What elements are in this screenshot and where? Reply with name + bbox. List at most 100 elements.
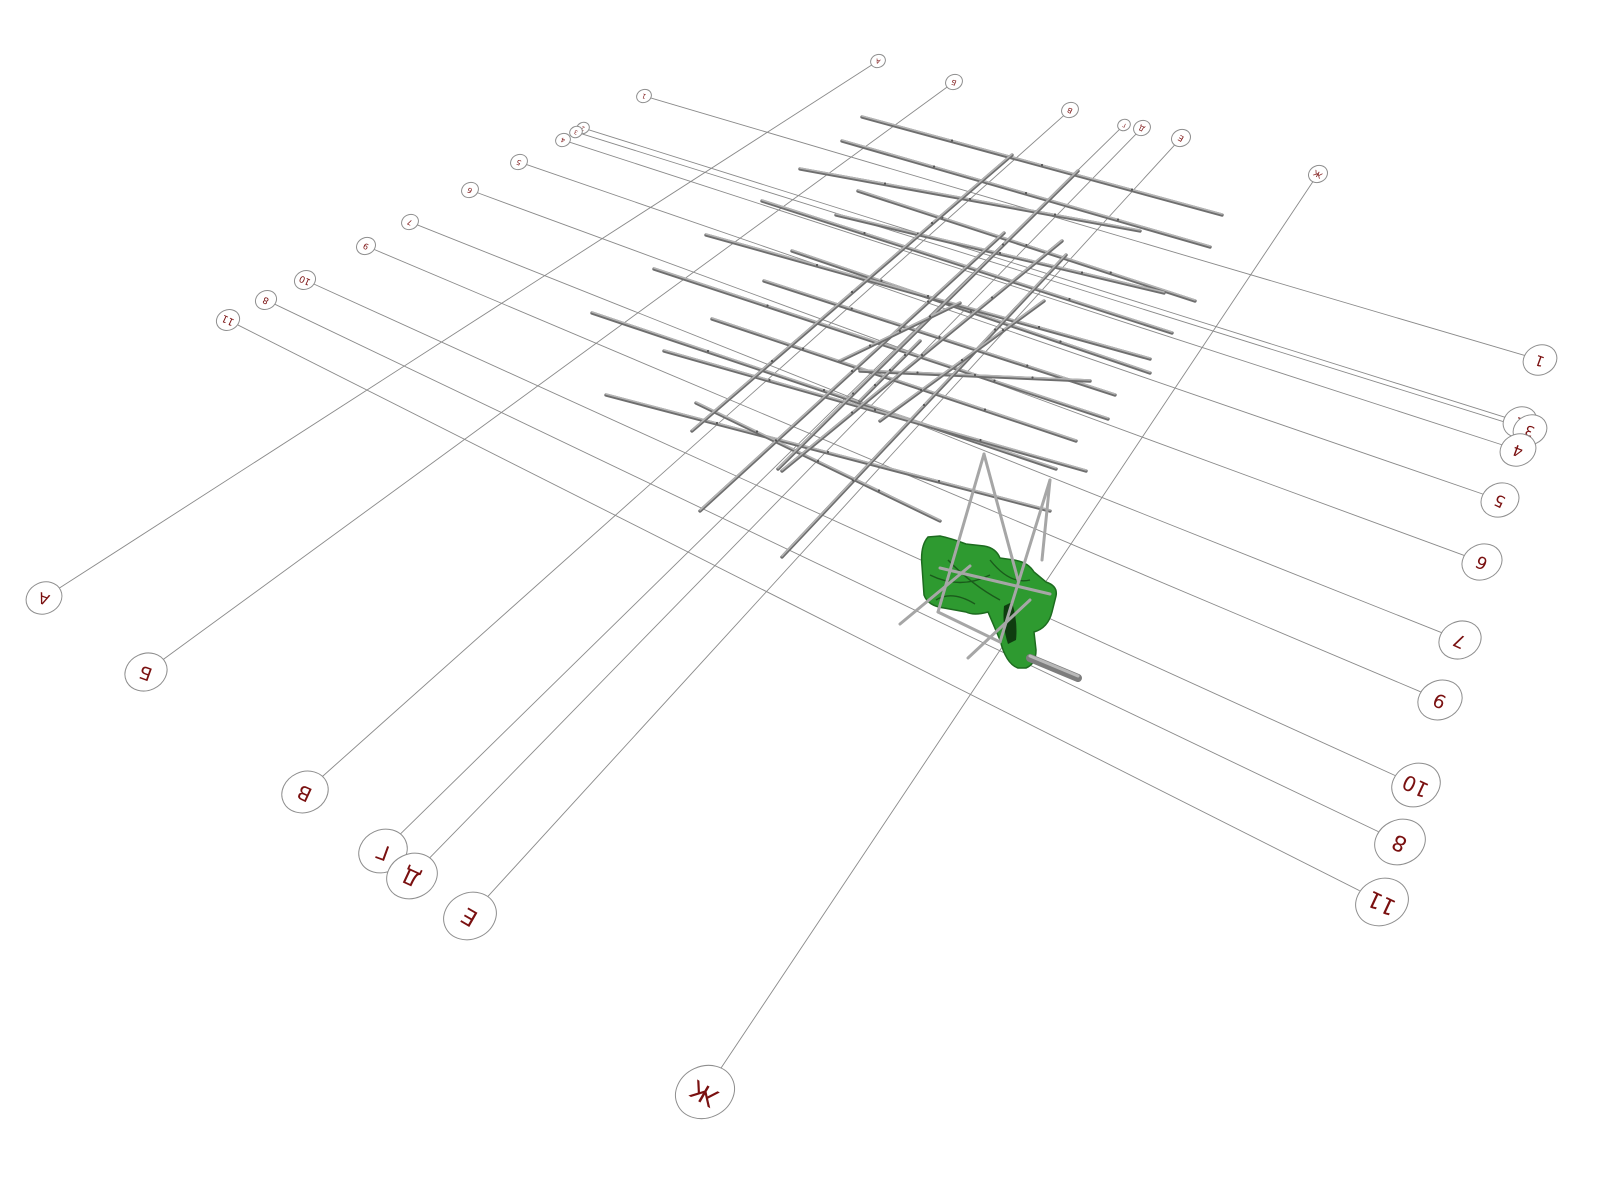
pipe-fitting [960,358,964,362]
pipe-fitting [1031,376,1034,379]
axis-bubble-near-number-5: 6 [1461,543,1503,581]
axis-bubble-far-number-9: 8 [254,289,278,311]
pipe-fitting [1040,163,1044,167]
pipe-fitting [774,439,778,442]
axis-bubble-near-letter-6-circle [675,1064,735,1120]
axis-bubble-far-letter-0-circle [870,53,886,69]
axis-bubble-far-number-2-label: 3 [574,128,579,135]
pipe-fitting [1001,328,1005,332]
grid-axis-line-letter-5 [486,144,1176,898]
pipe-fitting [1053,213,1057,216]
axis-bubble-far-letter-0: А [870,53,886,69]
axis-bubble-near-number-7-circle [1417,679,1463,721]
grid-axis-bubbles: ААББВВГГДДЕЕЖЖ11223344556677991010881111 [25,53,1558,1120]
grid-axis-line-letter-0 [58,64,873,590]
axis-bubble-near-number-3-circle [1499,433,1537,467]
pipe-fitting [863,231,866,235]
pipe-fitting [868,344,872,347]
pipe-fitting [928,315,932,318]
axis-bubble-far-number-6-label: 7 [406,217,414,227]
axis-bubble-far-number-0-label: 1 [641,92,647,100]
equipment-seams [929,559,1031,605]
axis-bubble-far-number-5: 6 [461,181,479,199]
axis-bubble-far-number-5-label: 6 [465,185,473,195]
support-frame [898,452,1052,660]
pipe-fitting [968,197,972,201]
pipe-fitting [979,438,982,442]
pipe-fitting [937,479,941,483]
pipe-fitting [916,371,919,374]
pipe-fitting [930,221,934,225]
pipe-fitting [888,368,892,372]
axis-bubble-far-letter-3: Г [1117,118,1131,132]
pipe-fitting [1025,243,1028,247]
pipe-fitting [903,353,907,357]
pipe-fitting [851,479,855,482]
axis-bubble-near-letter-2-circle [281,770,329,814]
axis-bubble-near-number-6: 7 [1438,620,1482,660]
grid-axis-line-number-3 [569,141,1502,446]
pipe-fitting [1024,191,1028,195]
axis-bubble-far-number-4: 5 [510,153,528,171]
grid-axis-line-letter-2 [321,114,1065,778]
axis-bubble-far-letter-1-label: Б [950,77,958,87]
axis-bubble-near-number-9: 8 [1374,818,1426,866]
axis-bubble-far-number-7: 9 [356,236,376,256]
pipe-fitting [1109,271,1112,274]
pipe-fitting [850,411,854,414]
axis-bubble-far-letter-1-circle [945,73,963,91]
grid-axis-line-number-8 [313,283,1396,776]
pipe-fitting [932,165,936,168]
axis-bubble-near-letter-4-circle [386,852,438,900]
pipe-fitting [1059,340,1062,343]
axis-bubble-far-number-3-circle [555,132,571,148]
axis-bubble-far-letter-2: В [1061,101,1079,119]
equipment-unit [898,452,1082,682]
axis-bubble-far-number-10: 11 [215,309,241,331]
pipe-fitting [1116,218,1120,221]
axis-bubble-far-number-9-circle [254,289,278,311]
pipe-fitting [926,294,930,298]
pipe-fitting [883,182,887,185]
pipe-fitting [1037,325,1041,329]
grid-axis-line-number-6 [417,224,1442,634]
axis-bubble-near-letter-1-circle [124,652,168,692]
axis-bubble-near-number-4: 5 [1480,482,1520,518]
pipe-fitting [873,408,877,412]
axis-bubble-near-letter-0-circle [25,581,63,615]
pipe-fitting [826,450,830,454]
pipe-fitting [851,392,855,395]
axis-bubble-near-letter-6: Ж [675,1064,735,1120]
axis-bubble-far-letter-1: Б [945,73,963,91]
axis-bubble-far-number-7-circle [356,236,376,256]
pipe-fitting [822,388,826,392]
axis-bubble-far-letter-6-circle [1308,164,1328,184]
axis-bubble-far-number-0: 1 [636,88,652,104]
axis-bubble-far-letter-5: Е [1171,128,1191,148]
axis-bubble-far-number-10-label: 11 [220,312,236,327]
pipe-fitting [715,421,719,425]
pipe-fitting [898,329,902,333]
axis-bubble-near-letter-1: Б [124,652,168,692]
axis-bubble-far-letter-5-circle [1171,128,1191,148]
grid-axis-line-number-9 [274,303,1379,833]
axis-bubble-far-number-6-circle [401,213,419,231]
pipe-fitting [920,353,924,357]
grid-axis-line-number-0 [650,97,1525,356]
axis-bubble-near-number-0: 1 [1522,344,1558,376]
axis-bubble-far-letter-4-circle [1133,119,1151,137]
axis-bubble-far-letter-5-label: Е [1176,133,1185,144]
pipe-fitting [938,335,941,339]
axis-bubble-far-number-8-label: 10 [298,272,313,286]
axis-bubble-far-number-3-label: 4 [560,136,566,144]
pipe-fitting [755,430,759,433]
axis-bubble-near-letter-5-circle [443,891,497,941]
pipe-fitting [1068,297,1071,301]
axis-bubble-near-letter-2: В [281,770,329,814]
axis-bubble-near-number-10-circle [1355,877,1409,927]
pipe-fitting [926,300,930,303]
pipe-fitting [850,307,853,310]
axis-bubble-far-number-9-label: 8 [261,294,271,306]
pipe-fitting [1026,364,1029,367]
pipe-fitting [766,304,769,307]
